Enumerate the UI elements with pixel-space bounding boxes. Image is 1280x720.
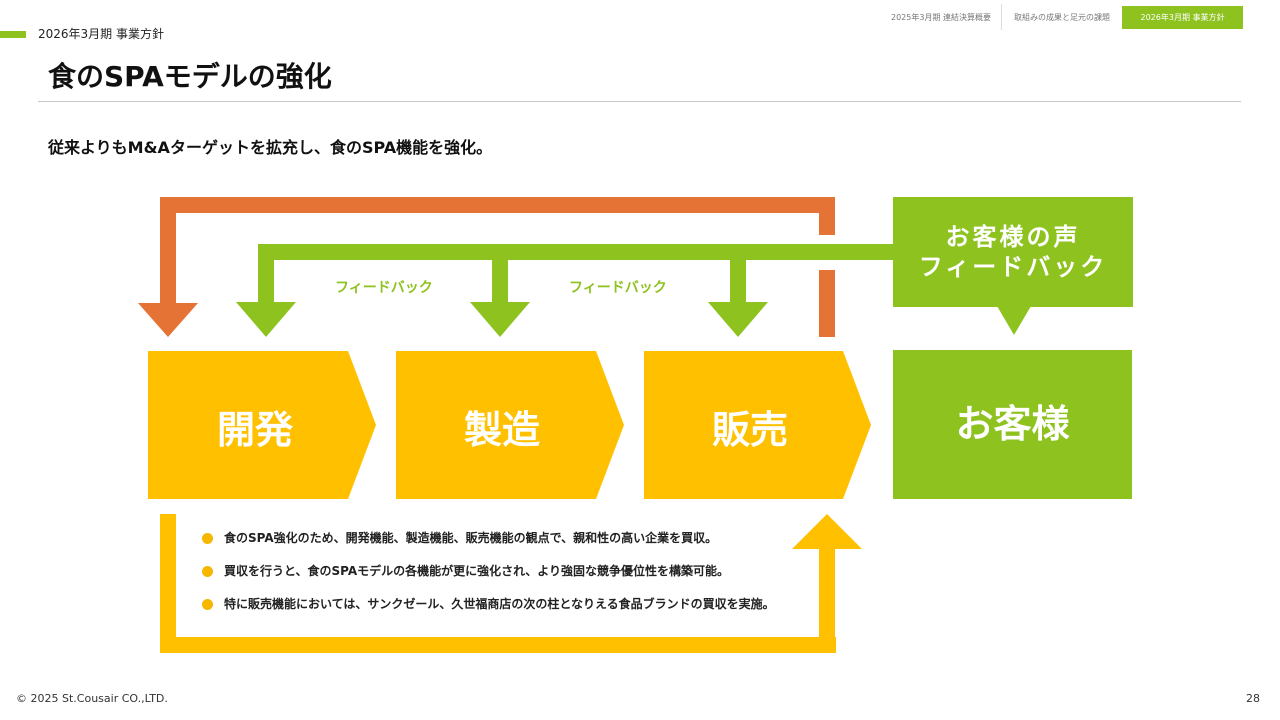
bullet-dot-icon — [202, 566, 213, 577]
bullet-text: 買収を行うと、食のSPAモデルの各機能が更に強化され、より強固な競争優位性を構築… — [224, 564, 730, 578]
orange-feedback-arrow — [138, 197, 835, 337]
bullet-list: 食のSPA強化のため、開発機能、製造機能、販売機能の観点で、親和性の高い企業を買… — [202, 530, 775, 629]
chevron-manufacturing — [396, 351, 624, 499]
nav-tab-divider — [1001, 4, 1002, 30]
bullet-item: 特に販売機能においては、サンクゼール、久世福商店の次の柱となりえる食品ブランドの… — [202, 596, 775, 629]
page-title: 食のSPAモデルの強化 — [48, 60, 332, 93]
voice-line-2: フィードバック — [918, 253, 1108, 281]
step-sales: 販売 — [712, 408, 789, 452]
chevron-sales — [644, 351, 871, 499]
section-label: 2026年3月期 事業方針 — [38, 27, 164, 41]
lead-text: 従来よりもM&Aターゲットを拡充し、食のSPA機能を強化。 — [48, 138, 493, 157]
step-development: 開発 — [217, 408, 294, 452]
voice-line-1: お客様の声 — [945, 223, 1081, 251]
chevron-development — [148, 351, 376, 499]
title-divider — [38, 101, 1241, 102]
bullet-item: 買収を行うと、食のSPAモデルの各機能が更に強化され、より強固な競争優位性を構築… — [202, 563, 775, 596]
green-feedback-arrows — [236, 244, 1031, 337]
bullet-text: 食のSPA強化のため、開発機能、製造機能、販売機能の観点で、親和性の高い企業を買… — [224, 531, 718, 545]
bullet-item: 食のSPA強化のため、開発機能、製造機能、販売機能の観点で、親和性の高い企業を買… — [202, 530, 775, 563]
step-manufacturing: 製造 — [464, 408, 541, 452]
nav-tab-policy[interactable]: 2026年3月期 事業方針 — [1122, 6, 1243, 29]
customer-box: お客様 — [893, 350, 1132, 499]
page-number: 28 — [1246, 692, 1260, 705]
bullet-dot-icon — [202, 599, 213, 610]
bullet-text: 特に販売機能においては、サンクゼール、久世福商店の次の柱となりえる食品ブランドの… — [224, 597, 775, 611]
nav-tab-achievements[interactable]: 取組みの成果と足元の課題 — [1014, 13, 1110, 22]
section-accent-bar — [0, 31, 26, 38]
bullet-dot-icon — [202, 533, 213, 544]
feedback-label-1: フィードバック — [335, 280, 433, 296]
yellow-acquisition-arrow — [160, 514, 862, 653]
footer-copyright: © 2025 St.Cousair CO.,LTD. — [16, 692, 168, 705]
customer-voice-box: お客様の声 フィードバック — [893, 197, 1133, 307]
nav-tab-results-summary[interactable]: 2025年3月期 連結決算概要 — [891, 13, 991, 22]
feedback-label-2: フィードバック — [569, 280, 667, 296]
